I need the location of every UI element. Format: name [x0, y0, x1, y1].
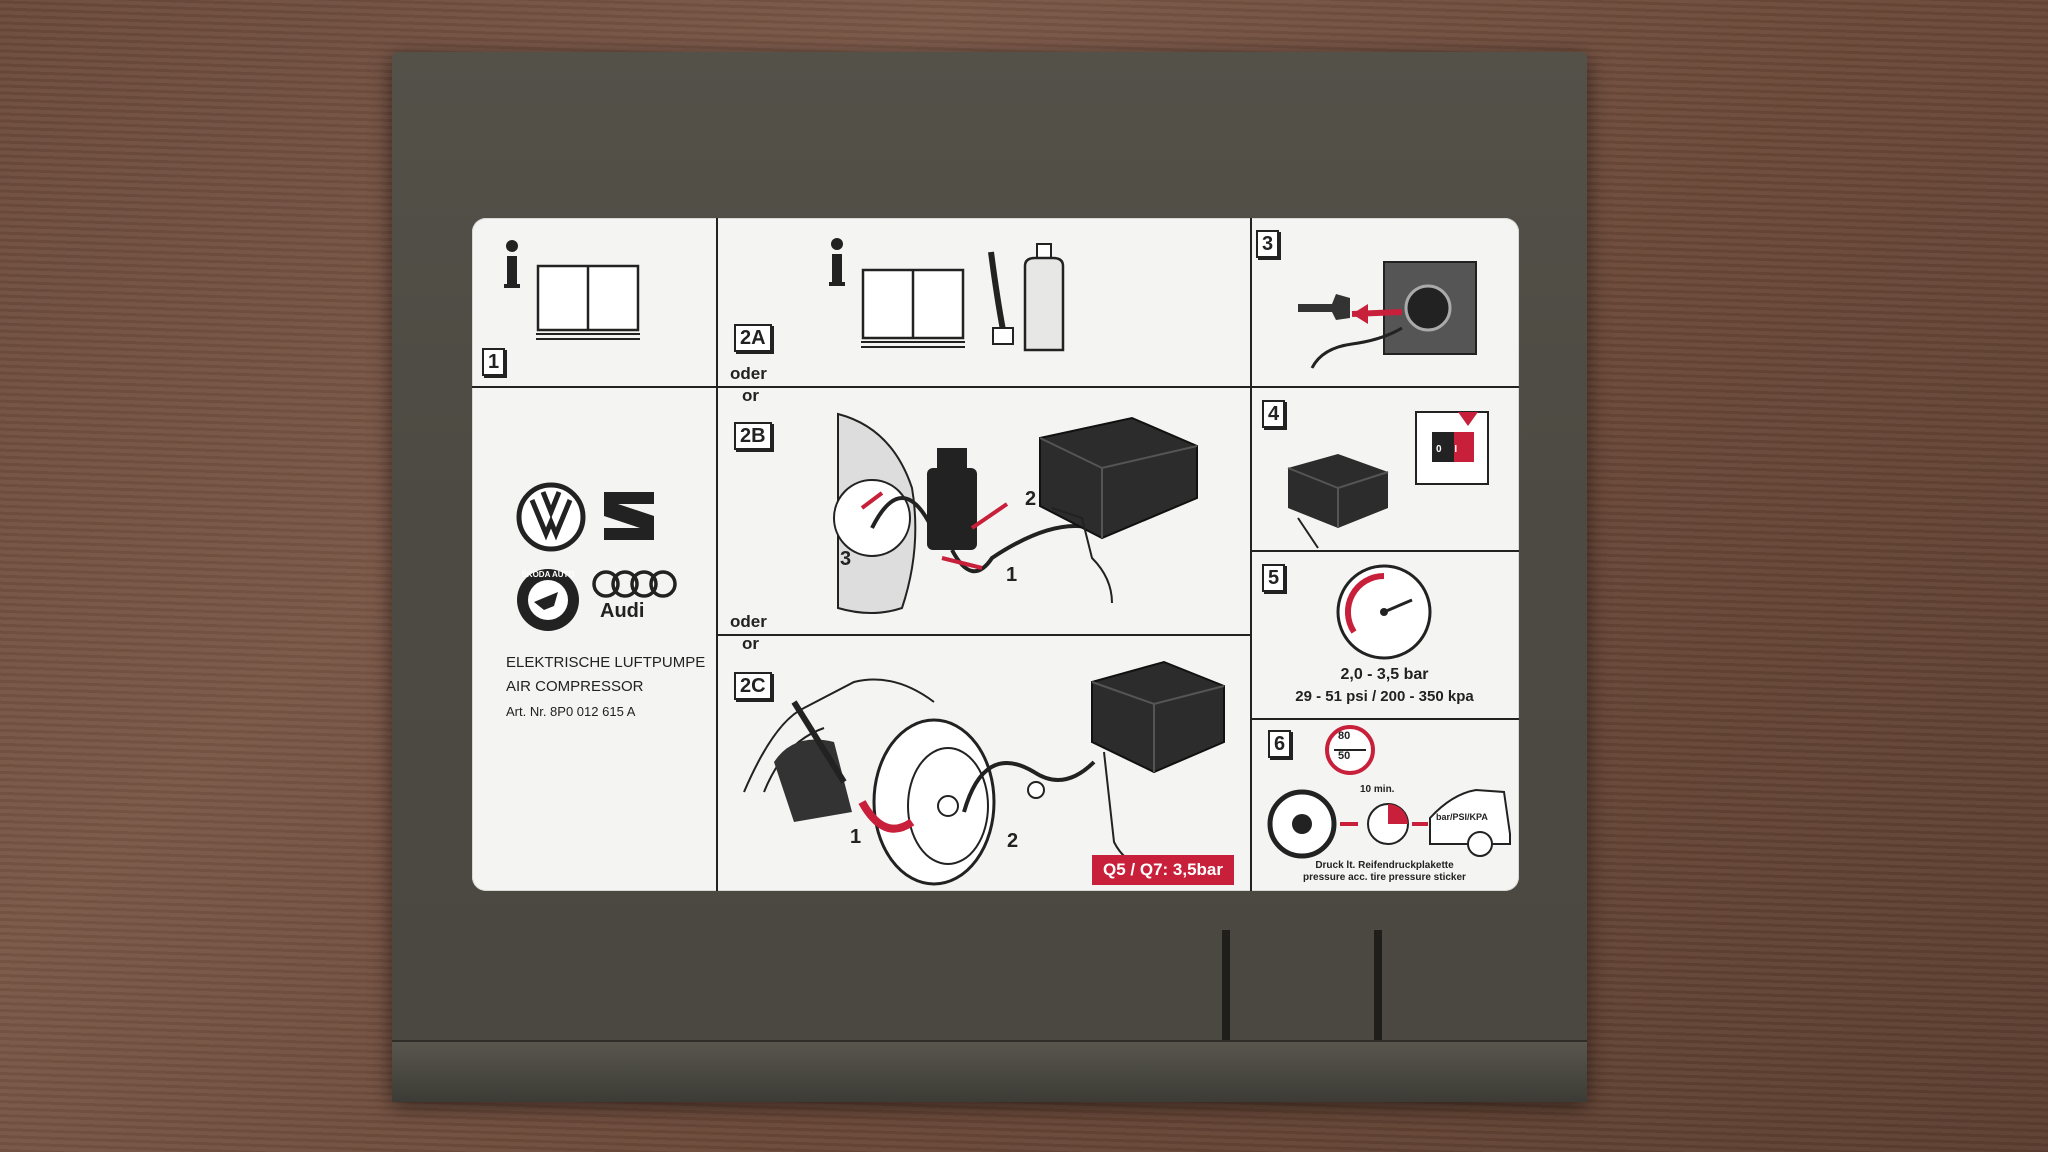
- step2b-num3: 3: [840, 548, 852, 570]
- info-book-sealant-icon: [829, 238, 1065, 352]
- wait-time: 10 min.: [1360, 784, 1395, 795]
- audi-rings-logo: [592, 570, 677, 598]
- product-title-en: AIR COMPRESSOR: [506, 678, 644, 695]
- step2b-num1: 1: [1006, 564, 1018, 586]
- drive-to-car-illustration: [1267, 788, 1511, 859]
- case-slot-right: [1374, 930, 1382, 1040]
- instruction-label: 1 2A oder or 2B 2 1 3 oder or 2C: [472, 218, 1519, 891]
- speed-sign-top: 80: [1338, 730, 1351, 742]
- grid-line-h2: [716, 386, 1250, 388]
- product-title-de: ELEKTRISCHE LUFTPUMPE: [506, 654, 706, 671]
- grid-line-v1: [716, 218, 718, 891]
- speed-limit-sign-icon: [1325, 725, 1375, 775]
- seat-logo: [604, 492, 654, 540]
- alt2-de: oder: [730, 612, 767, 631]
- grid-line-h1: [472, 386, 716, 388]
- step1-badge: 1: [482, 348, 506, 376]
- grid-line-h6: [1250, 718, 1519, 720]
- speed-sign-bottom: 50: [1338, 750, 1351, 762]
- step3-badge: 3: [1256, 230, 1280, 258]
- skoda-logo: [517, 569, 579, 631]
- audi-text: Audi: [600, 600, 645, 622]
- case-slot-left: [1222, 930, 1230, 1040]
- case-bottom-lip: [392, 1040, 1587, 1102]
- step2c-badge: 2C: [734, 672, 772, 700]
- power-switch-label: 0 I: [1436, 444, 1463, 455]
- compressor-switch-illustration: [1287, 411, 1489, 549]
- step6-badge: 6: [1268, 730, 1292, 758]
- caption-en: pressure acc. tire pressure sticker: [1303, 872, 1466, 883]
- grid-line-h5: [1250, 550, 1519, 552]
- step2b-num2: 2: [1025, 488, 1037, 510]
- grid-line-h3: [716, 634, 1250, 636]
- q5-q7-pressure-note: Q5 / Q7: 3,5bar: [1092, 855, 1234, 885]
- vw-logo: [516, 482, 586, 552]
- grid-line-h4: [1250, 386, 1519, 388]
- caption-de: Druck lt. Reifendruckplakette: [1315, 860, 1454, 871]
- article-number: Art. Nr. 8P0 012 615 A: [506, 704, 636, 719]
- step4-badge: 4: [1262, 400, 1286, 428]
- grid-line-v2: [1250, 218, 1252, 891]
- alt1-de: oder: [730, 364, 767, 383]
- step2c-num1: 1: [850, 826, 862, 848]
- pressure-units: bar/PSI/KPA: [1436, 812, 1488, 822]
- pressure-bar: 2,0 - 3,5 bar: [1340, 666, 1429, 683]
- alt2-en: or: [742, 634, 759, 653]
- wheel-inflation-illustration: [743, 660, 1225, 886]
- plug-socket-illustration: [1298, 261, 1477, 369]
- step2b-badge: 2B: [734, 422, 772, 450]
- alt1-en: or: [742, 386, 759, 405]
- pressure-gauge-icon: [1336, 564, 1432, 660]
- sealant-setup-illustration: [833, 412, 1198, 614]
- skoda-text: ŠKODA AUTO: [521, 570, 575, 579]
- info-book-icon: [504, 240, 640, 340]
- pressure-alt-units: 29 - 51 psi / 200 - 350 kpa: [1295, 688, 1474, 705]
- step2c-num2: 2: [1007, 830, 1019, 852]
- step2a-badge: 2A: [734, 324, 772, 352]
- step5-badge: 5: [1262, 564, 1286, 592]
